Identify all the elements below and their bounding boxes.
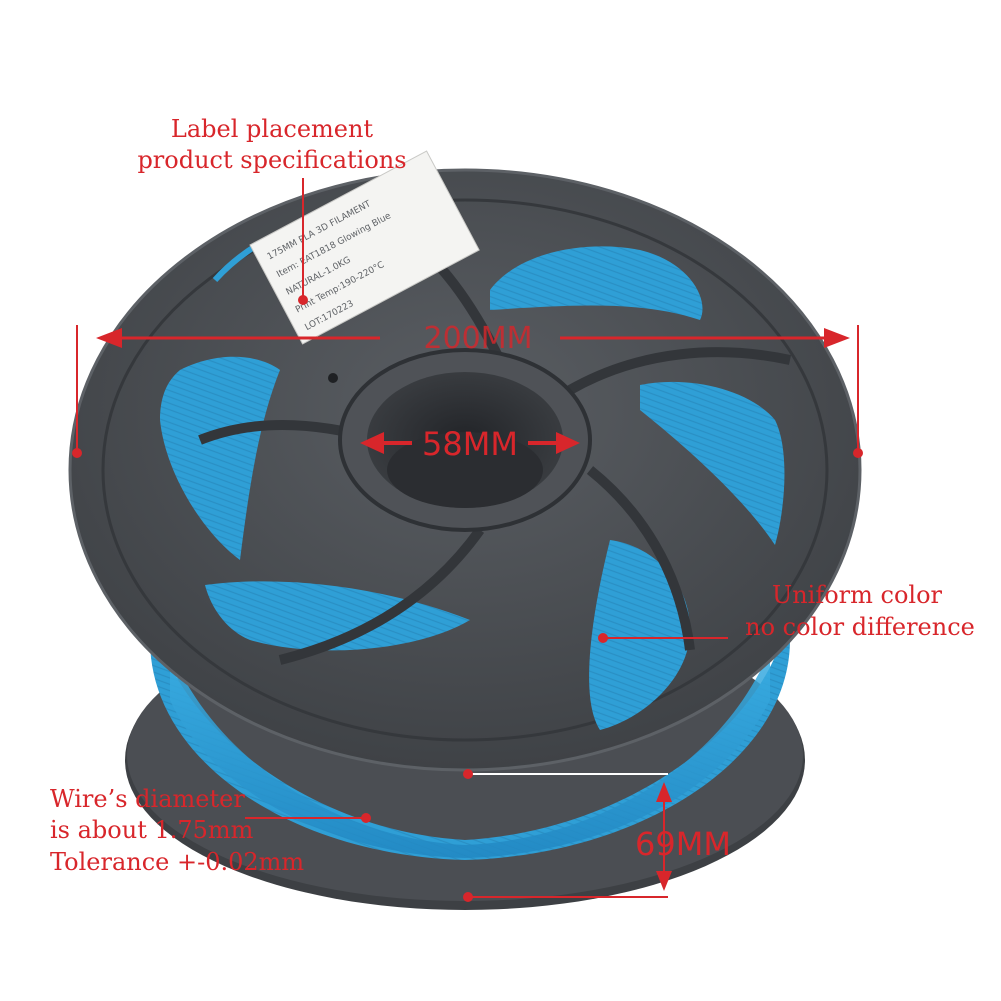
wire-note-dot bbox=[361, 813, 371, 823]
width-value-label: 69MM bbox=[635, 825, 731, 863]
top-flange-inner-ring bbox=[101, 198, 829, 742]
diameter-right-dot bbox=[853, 448, 863, 458]
wire-note-line-2: is about 1.75mm bbox=[50, 816, 254, 844]
hub-arrow-right-head bbox=[556, 432, 580, 454]
width-arrow-up-head bbox=[656, 782, 672, 802]
color-note-dot bbox=[598, 633, 608, 643]
filament-exit-hole bbox=[328, 373, 338, 383]
diameter-left-dot bbox=[72, 448, 82, 458]
label-note-dot bbox=[298, 295, 308, 305]
filament-side-band bbox=[170, 650, 770, 858]
filament-window-top bbox=[490, 246, 703, 320]
uniform-color-callout: Uniform color no color difference bbox=[598, 581, 975, 643]
filament-window-left bbox=[160, 356, 280, 560]
color-note-line-2: no color difference bbox=[745, 613, 975, 641]
spool-label-background bbox=[249, 150, 480, 345]
width-arrow-down-head bbox=[656, 871, 672, 891]
spool-diameter-dimension: 200MM bbox=[72, 321, 863, 458]
wire-diameter-callout: Wire’s diameter is about 1.75mm Toleranc… bbox=[50, 785, 371, 876]
spoke-3 bbox=[586, 466, 695, 651]
diameter-value-label: 200MM bbox=[423, 321, 532, 356]
wire-note-line-1: Wire’s diameter bbox=[50, 785, 245, 813]
color-note-line-1: Uniform color bbox=[772, 581, 943, 609]
spoke-4 bbox=[278, 527, 485, 665]
filament-window-right bbox=[640, 381, 785, 545]
hub-inner-wall bbox=[387, 432, 543, 508]
label-note-line-2: product specifications bbox=[137, 146, 406, 174]
filament-window-bottom bbox=[205, 581, 470, 651]
width-top-dot bbox=[463, 769, 473, 779]
hub-diameter-dimension: 58MM bbox=[360, 425, 580, 463]
hub-value-label: 58MM bbox=[422, 425, 518, 463]
top-flange bbox=[68, 168, 862, 772]
label-note-line-1: Label placement bbox=[171, 115, 374, 143]
wire-note-line-3: Tolerance +-0.02mm bbox=[50, 848, 304, 876]
spoke-2 bbox=[567, 347, 792, 395]
diameter-arrow-left-head bbox=[96, 328, 122, 348]
width-bottom-dot bbox=[463, 892, 473, 902]
diameter-arrow-right-head bbox=[824, 328, 850, 348]
hub-arrow-left-head bbox=[360, 432, 384, 454]
spool-width-dimension: 69MM bbox=[463, 769, 731, 902]
label-placement-callout: Label placement product specifications bbox=[137, 115, 407, 305]
filament-window-lower-right bbox=[589, 540, 690, 730]
